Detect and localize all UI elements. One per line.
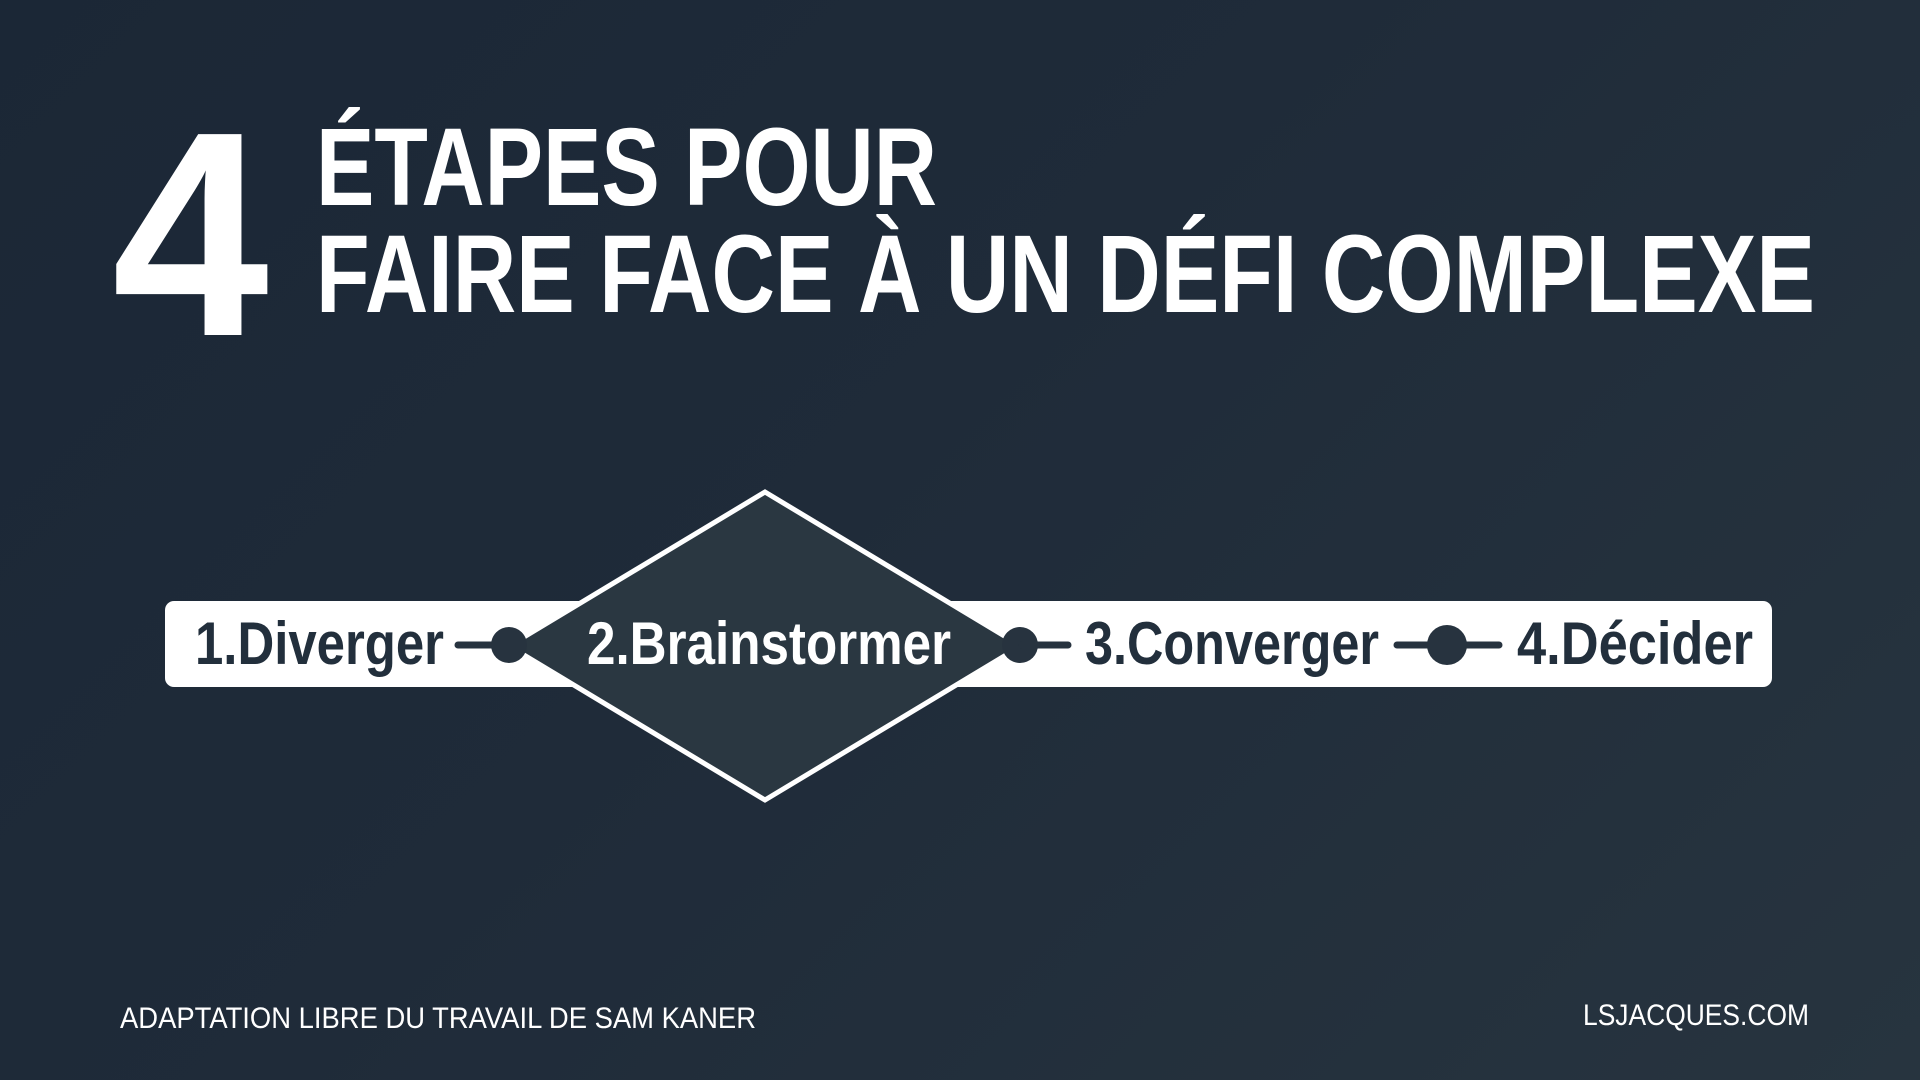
step-1-label: 1.Diverger (195, 610, 444, 677)
big-number-four: 4 (112, 71, 269, 397)
step-4-label: 4.Décider (1517, 610, 1753, 677)
step-3-label: 3.Converger (1085, 610, 1379, 677)
title-line-2: FAIRE FACE À UN DÉFI COMPLEXE (316, 213, 1815, 336)
connector-node-1 (491, 627, 527, 663)
connector-node-3 (1427, 625, 1467, 665)
brainstorm-diamond (504, 489, 1026, 803)
title-line-1: ÉTAPES POUR (316, 106, 937, 229)
footer-site-link[interactable]: LSJACQUES.COM (1583, 999, 1809, 1032)
footer-credit: ADAPTATION LIBRE DU TRAVAIL DE SAM KANER (120, 1002, 756, 1035)
step-2-label: 2.Brainstormer (587, 610, 951, 677)
